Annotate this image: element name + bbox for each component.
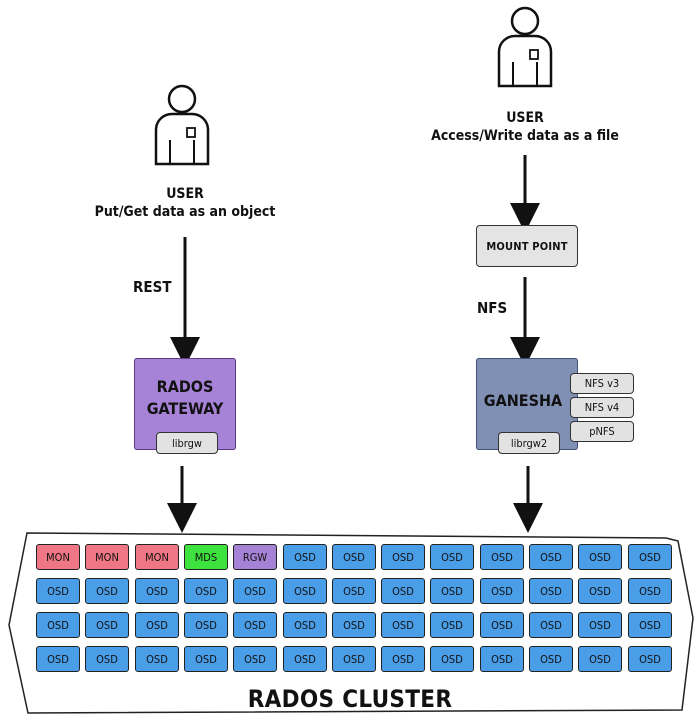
cluster-node-osd: OSD: [36, 612, 80, 638]
right-user-role: USER: [506, 110, 544, 126]
cluster-node-osd: OSD: [332, 612, 376, 638]
cluster-node-osd: OSD: [135, 578, 179, 604]
nfs-v4-tab: NFS v4: [570, 397, 634, 418]
cluster-node-mon: MON: [135, 544, 179, 570]
cluster-node-osd: OSD: [233, 578, 277, 604]
cluster-node-osd: OSD: [578, 612, 622, 638]
right-user-icon: [497, 6, 553, 88]
left-user-icon: [154, 84, 210, 166]
cluster-node-osd: OSD: [381, 544, 425, 570]
cluster-node-rgw: RGW: [233, 544, 277, 570]
pnfs-tab: pNFS: [570, 421, 634, 442]
cluster-node-osd: OSD: [283, 612, 327, 638]
librgw2-label: librgw2: [510, 436, 548, 450]
cluster-node-osd: OSD: [283, 646, 327, 672]
cluster-node-osd: OSD: [283, 578, 327, 604]
cluster-node-osd: OSD: [578, 578, 622, 604]
cluster-node-osd: OSD: [430, 612, 474, 638]
cluster-node-osd: OSD: [184, 578, 228, 604]
cluster-node-osd: OSD: [529, 646, 573, 672]
cluster-node-osd: OSD: [529, 612, 573, 638]
nfs-v3-tab: NFS v3: [570, 373, 634, 394]
cluster-node-osd: OSD: [529, 544, 573, 570]
cluster-node-osd: OSD: [430, 646, 474, 672]
cluster-node-mon: MON: [36, 544, 80, 570]
cluster-node-osd: OSD: [36, 578, 80, 604]
cluster-node-osd: OSD: [480, 646, 524, 672]
rest-label: REST: [133, 278, 172, 296]
nfs-v3-label: NFS v3: [584, 377, 620, 390]
cluster-node-osd: OSD: [283, 544, 327, 570]
cluster-node-osd: OSD: [135, 612, 179, 638]
cluster-node-osd: OSD: [480, 578, 524, 604]
cluster-node-osd: OSD: [332, 646, 376, 672]
cluster-node-osd: OSD: [578, 646, 622, 672]
rados-gateway-line1: RADOS: [156, 377, 214, 396]
cluster-node-osd: OSD: [332, 544, 376, 570]
cluster-node-osd: OSD: [381, 612, 425, 638]
cluster-node-osd: OSD: [430, 578, 474, 604]
cluster-node-osd: OSD: [135, 646, 179, 672]
cluster-node-osd: OSD: [85, 578, 129, 604]
cluster-node-osd: OSD: [381, 578, 425, 604]
left-user-role: USER: [166, 186, 204, 202]
right-user-label: USER Access/Write data as a file: [420, 109, 630, 145]
mount-point-box: MOUNT POINT: [476, 225, 578, 267]
cluster-node-osd: OSD: [628, 544, 672, 570]
cluster-node-osd: OSD: [184, 612, 228, 638]
cluster-node-osd: OSD: [36, 646, 80, 672]
left-user-action: Put/Get data as an object: [94, 204, 276, 220]
cluster-node-osd: OSD: [332, 578, 376, 604]
cluster-node-osd: OSD: [233, 612, 277, 638]
cluster-node-osd: OSD: [628, 578, 672, 604]
cluster-node-osd: OSD: [578, 544, 622, 570]
librgw-tab: librgw: [156, 432, 218, 454]
cluster-node-osd: OSD: [85, 612, 129, 638]
cluster-node-mds: MDS: [184, 544, 228, 570]
cluster-node-osd: OSD: [381, 646, 425, 672]
rados-cluster-title: RADOS CLUSTER: [247, 685, 453, 713]
cluster-node-osd: OSD: [85, 646, 129, 672]
cluster-node-osd: OSD: [184, 646, 228, 672]
cluster-node-osd: OSD: [480, 612, 524, 638]
cluster-node-osd: OSD: [628, 612, 672, 638]
cluster-node-osd: OSD: [480, 544, 524, 570]
right-user-action: Access/Write data as a file: [431, 128, 619, 144]
cluster-node-osd: OSD: [529, 578, 573, 604]
cluster-node-osd: OSD: [628, 646, 672, 672]
left-user-label: USER Put/Get data as an object: [90, 185, 280, 221]
cluster-node-osd: OSD: [233, 646, 277, 672]
rados-gateway-line2: GATEWAY: [146, 399, 224, 418]
ganesha-box: GANESHA: [476, 358, 578, 450]
cluster-node-osd: OSD: [430, 544, 474, 570]
librgw2-tab: librgw2: [498, 432, 560, 454]
cluster-node-mon: MON: [85, 544, 129, 570]
nfs-label: NFS: [477, 299, 508, 317]
librgw-label: librgw: [171, 436, 203, 450]
pnfs-label: pNFS: [589, 425, 615, 438]
mount-point-label: MOUNT POINT: [486, 239, 568, 253]
nfs-v4-label: NFS v4: [584, 401, 620, 414]
ganesha-label: GANESHA: [483, 390, 563, 410]
